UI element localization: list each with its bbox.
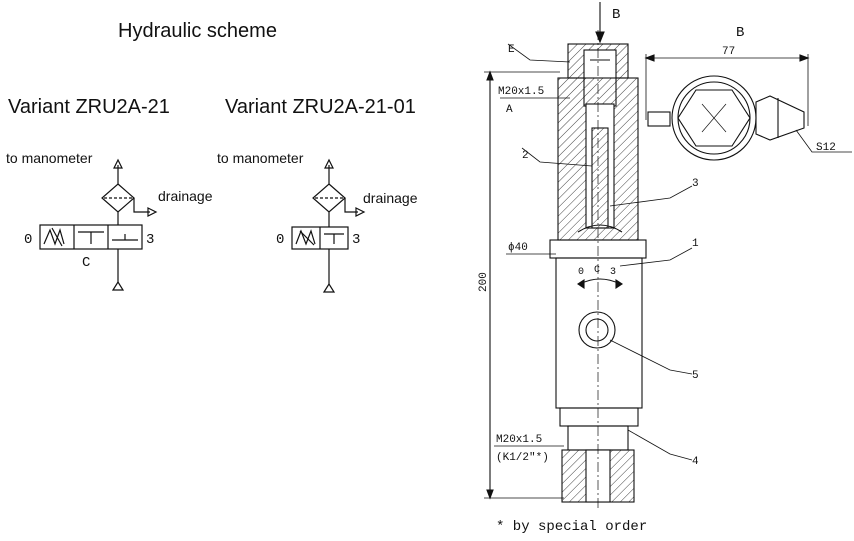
- callout-1: 1: [692, 238, 699, 250]
- variant-2-drainage: drainage: [363, 190, 418, 206]
- variant-2-title: Variant ZRU2A-21-01: [225, 96, 416, 118]
- v2-port-left: 0: [276, 232, 284, 248]
- thread-bottom-alt: (K1/2"*): [496, 452, 549, 464]
- valve-drawing: B B 77 S12 E M20x1.5 A 2 3 1 5 4 ϕ40 200…: [478, 2, 852, 535]
- v1-port-left: 0: [24, 232, 32, 248]
- callout-2: 2: [522, 150, 529, 162]
- v1-port-bottom: C: [82, 255, 90, 271]
- view-arrow-label: B: [612, 7, 620, 23]
- variant-2-to-manometer: to manometer: [217, 150, 304, 166]
- callout-e: E: [508, 44, 515, 56]
- thread-bottom: M20x1.5: [496, 434, 542, 446]
- page-title: Hydraulic scheme: [118, 20, 277, 42]
- variant-1-to-manometer: to manometer: [6, 150, 93, 166]
- dial-mark-3: 3: [610, 267, 616, 278]
- variant-1-symbol: [39, 158, 158, 291]
- footnote: * by special order: [496, 519, 647, 535]
- view-b-label: B: [736, 25, 744, 41]
- thread-top: M20x1.5: [498, 86, 544, 98]
- wrench-size: S12: [816, 142, 836, 154]
- dial-mark-c: C: [594, 265, 600, 276]
- variant-1-title: Variant ZRU2A-21: [8, 96, 170, 118]
- hydraulic-symbols: 0 3 C 0 3: [24, 158, 366, 293]
- variant-2-symbol: [291, 158, 366, 293]
- length-dimension: 200: [478, 272, 490, 292]
- v1-port-right: 3: [146, 232, 154, 248]
- callout-3: 3: [692, 178, 699, 190]
- dial-mark-0: 0: [578, 267, 584, 278]
- diameter-label: ϕ40: [508, 242, 528, 254]
- callout-5: 5: [692, 370, 699, 382]
- section-a: A: [506, 104, 513, 116]
- width-dimension: 77: [722, 46, 735, 58]
- v2-port-right: 3: [352, 232, 360, 248]
- variant-1-drainage: drainage: [158, 188, 213, 204]
- callout-4: 4: [692, 456, 699, 468]
